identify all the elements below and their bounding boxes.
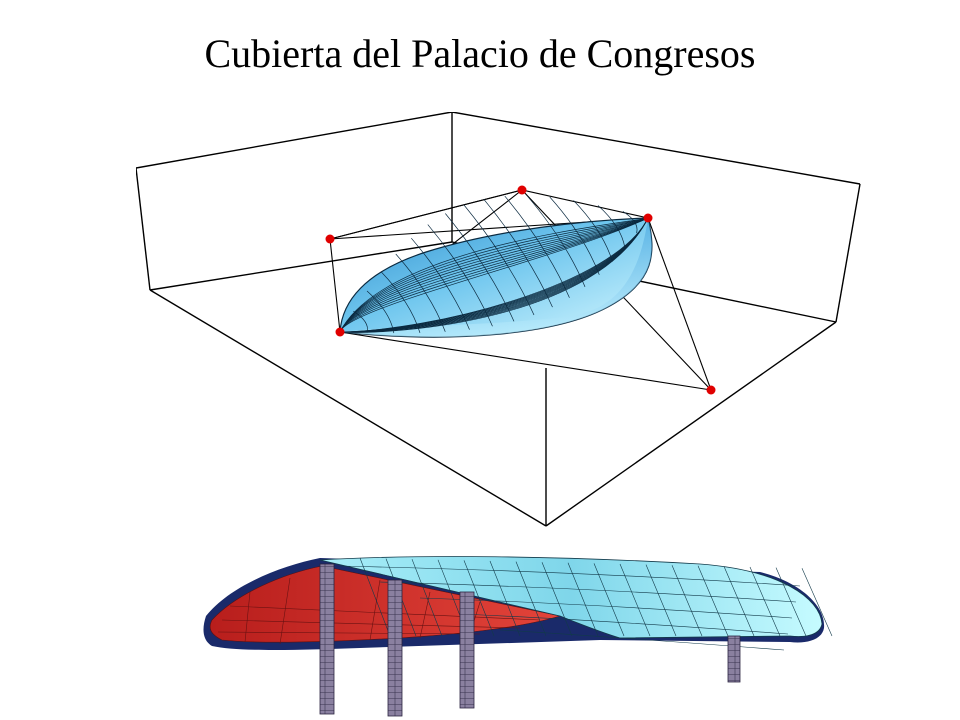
red-dot-icon xyxy=(517,185,527,195)
red-dot-icon xyxy=(335,327,345,337)
columns xyxy=(319,563,741,717)
roof-render-figure xyxy=(0,536,960,720)
red-dot-icon xyxy=(706,385,716,395)
bezier-surface-svg xyxy=(136,112,861,527)
slide-title: Cubierta del Palacio de Congresos xyxy=(204,31,756,76)
column xyxy=(459,591,475,709)
red-dot-icon xyxy=(643,213,653,223)
control-points xyxy=(325,185,716,395)
bezier-surface xyxy=(339,195,653,338)
surface-mesh xyxy=(339,195,649,334)
column xyxy=(387,579,403,717)
red-dot-icon xyxy=(325,234,335,244)
column xyxy=(319,563,335,715)
roof-render-svg xyxy=(203,556,833,717)
column xyxy=(727,635,741,683)
bezier-surface-figure xyxy=(136,112,864,530)
